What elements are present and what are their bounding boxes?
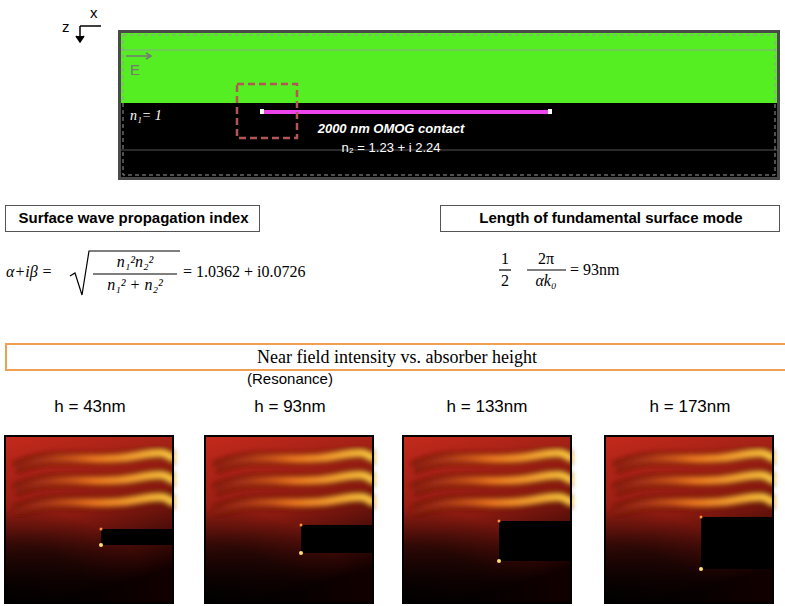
formula-text: n₁² + n₂²	[107, 276, 163, 294]
heading-text: Length of fundamental surface mode	[479, 209, 742, 226]
contact-label: 2000 nm OMOG contact	[318, 121, 465, 136]
formula-marks	[70, 251, 566, 295]
heading-text: Surface wave propagation index	[18, 209, 248, 226]
axis-label: z	[62, 18, 70, 35]
index-label: n₂ = 1.23 + i 2.24	[341, 140, 440, 155]
e-field-arrow	[126, 55, 150, 57]
field-label: E	[130, 61, 140, 78]
heat-map	[205, 436, 375, 603]
formula-text: = 1.0362 + i0.0726	[183, 263, 306, 281]
formula-text: 2	[501, 272, 509, 290]
formula-text: α+iβ =	[6, 263, 52, 281]
heat-map	[5, 436, 175, 603]
simulation-box: En₁= 1 2000 nm OMOG contact n₂ = 1.23 + i …	[118, 30, 780, 180]
heat-map	[403, 436, 573, 603]
formula-text: αk₀	[535, 272, 556, 290]
height-label: h = 43nm	[54, 397, 125, 417]
axis-label: x	[90, 4, 98, 21]
height-label: h = 173nm	[650, 397, 731, 417]
formula-text: = 93nm	[570, 261, 619, 279]
omog-contact	[262, 110, 550, 114]
heading-box: Surface wave propagation index	[5, 205, 260, 232]
height-label: h = 133nm	[447, 397, 528, 417]
near-field-maps	[5, 436, 775, 603]
axes	[76, 26, 101, 42]
height-label: h = 93nm	[254, 397, 325, 417]
index-label: n₁= 1	[130, 108, 162, 124]
heading-text: Near field intensity vs. absorber height	[257, 347, 537, 368]
section-banner: Near field intensity vs. absorber height	[5, 343, 785, 371]
simulation-region	[118, 30, 780, 180]
formula-text: 1	[501, 250, 509, 268]
formula-text: 2π	[538, 250, 554, 268]
formula-text: n₁²n₂²	[117, 253, 154, 271]
heat-map	[605, 436, 775, 603]
resonance-note: (Resonance)	[247, 370, 333, 387]
zoom-region	[237, 84, 297, 138]
heading-box: Length of fundamental surface mode	[440, 205, 780, 232]
